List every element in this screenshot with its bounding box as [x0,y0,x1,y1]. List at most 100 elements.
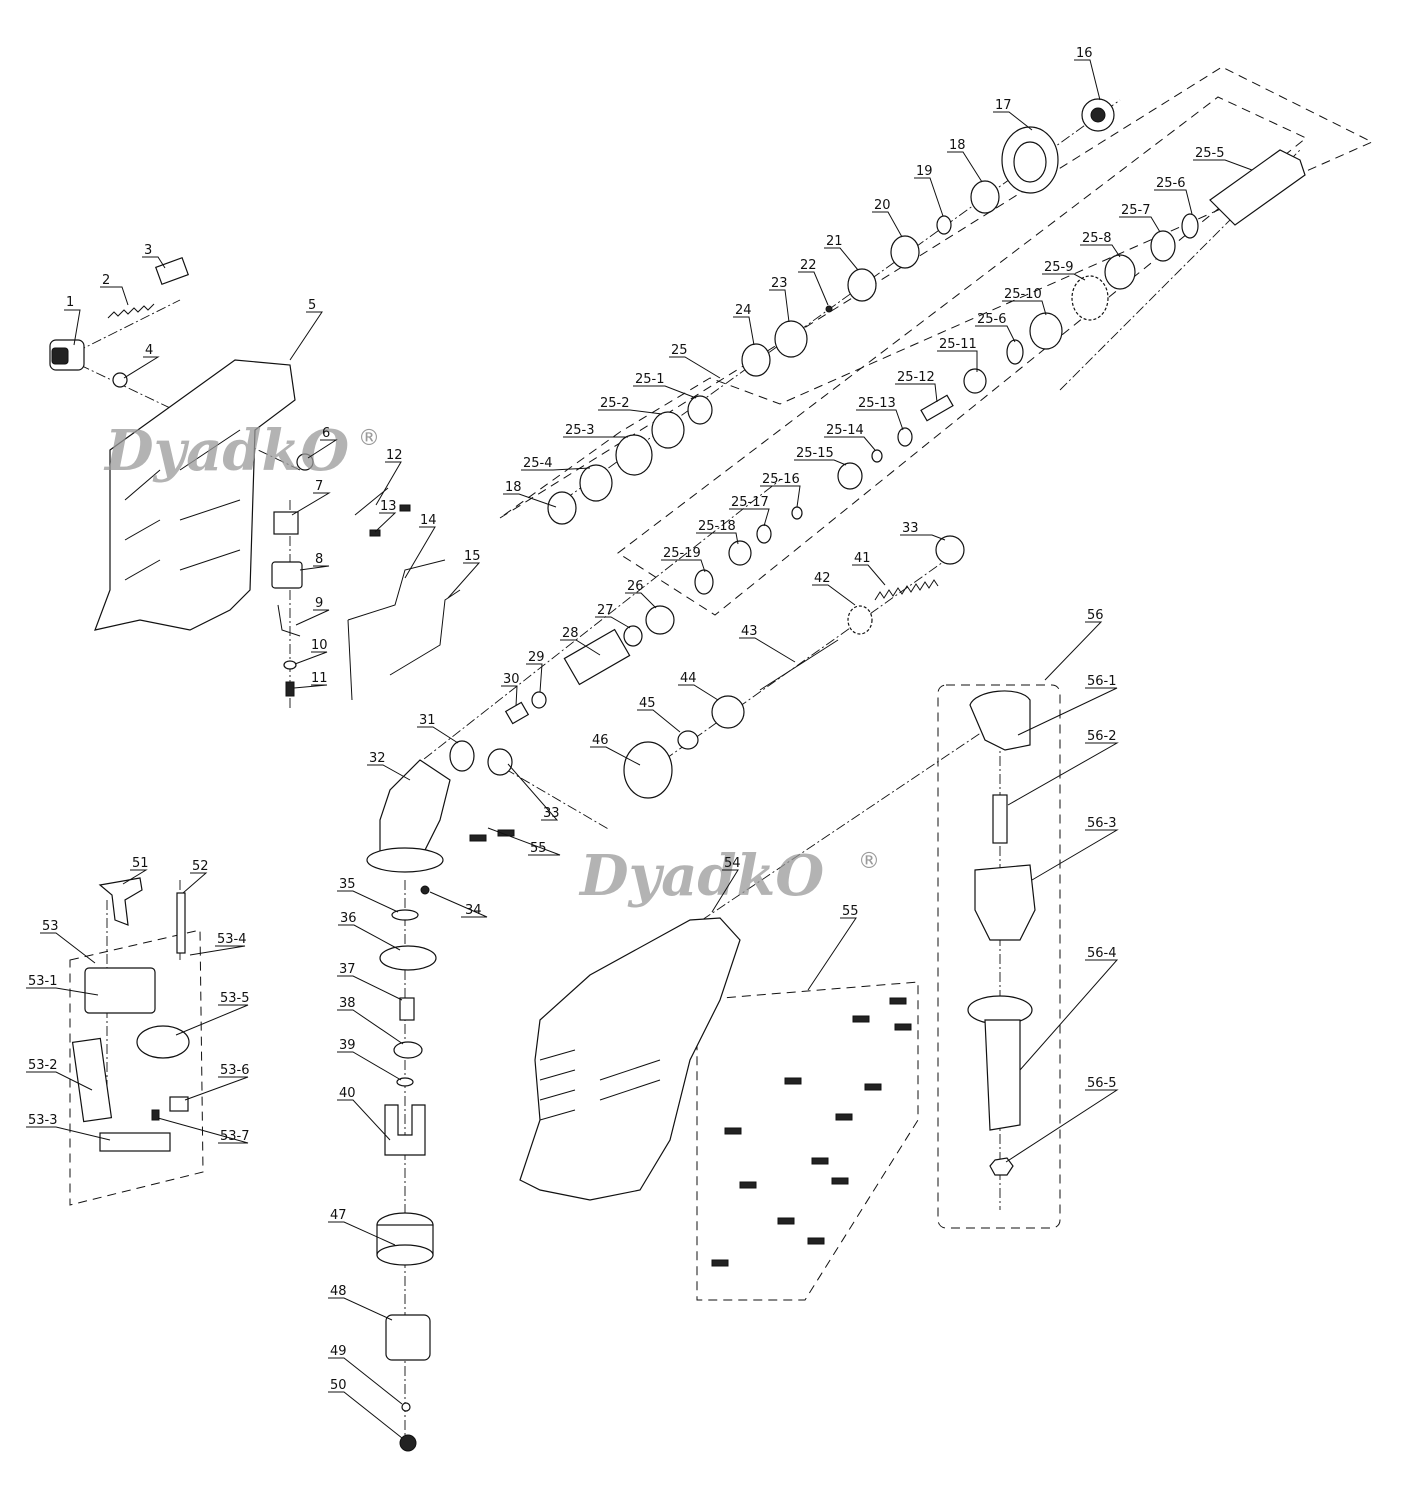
switch-53-1 [84,967,156,1014]
ring-21 [847,268,877,302]
ring-18b [547,491,577,525]
spring-clip-9 [277,604,301,637]
label-15: 15 [464,549,481,564]
bearing-33a [487,748,513,776]
label-25-14: 25-14 [826,423,864,438]
label-25-6b: 25-6 [977,312,1007,327]
label-48: 48 [330,1284,347,1299]
ring-27 [623,625,643,647]
label-16: 16 [1076,46,1093,61]
label-32: 32 [369,751,386,766]
label-25-2: 25-2 [600,396,630,411]
housing-54-ribs [539,1049,661,1121]
screw-11 [285,681,295,697]
piston-28 [563,628,631,686]
trigger-51 [98,877,143,926]
holder-8 [271,561,303,589]
ring-25-16 [791,506,803,520]
wobble-44 [711,695,745,729]
label-24: 24 [735,303,752,318]
ring-29 [531,691,547,709]
assembly-axes [59,99,1301,1440]
label-47: 47 [330,1208,347,1223]
ring-4 [112,372,128,388]
label-29: 29 [528,650,545,665]
clutch-25-10 [1029,312,1063,350]
group-outline-56 [937,684,1061,1229]
housing-half-5 [94,359,296,631]
label-56-5: 56-5 [1087,1076,1117,1091]
screws-55 [469,829,912,1267]
axis-gear-box [489,759,611,831]
label-25-13: 25-13 [858,396,896,411]
watermark-registered-middle: ® [858,849,880,874]
washer-49 [401,1402,411,1412]
axis-handle [701,719,1001,921]
rod-15 [389,589,461,676]
label-54: 54 [724,856,741,871]
brush-cap-1 [49,339,85,371]
ring-25-6a [1181,213,1199,239]
grip-56-3 [974,864,1036,941]
label-53-4: 53-4 [217,932,247,947]
rod-14 [347,559,446,701]
leader-lines [26,59,1253,1439]
plate-53-2 [71,1037,113,1123]
label-56-1: 56-1 [1087,674,1117,689]
label-17: 17 [995,98,1012,113]
oring-35 [391,909,419,921]
ring-19 [936,215,952,235]
bearing-38 [393,1041,423,1059]
label-25-12: 25-12 [897,370,935,385]
label-55b: 55 [842,904,859,919]
washer-10 [283,660,297,670]
label-34: 34 [465,903,482,918]
nut-56-5 [989,1157,1014,1176]
label-25-8: 25-8 [1082,231,1112,246]
ring-25-7 [1150,230,1176,262]
label-20: 20 [874,198,891,213]
clip-6 [296,453,314,471]
clip-53-7 [151,1109,160,1121]
label-53: 53 [42,919,59,934]
watermark-text-top: DyadkO [103,418,349,484]
label-53-2: 53-2 [28,1058,58,1073]
ring-53-5 [136,1025,190,1059]
label-9: 9 [315,596,323,611]
label-37: 37 [339,962,356,977]
label-53-6: 53-6 [220,1063,250,1078]
ball-34 [420,885,430,895]
bushing-26 [645,605,675,635]
label-50: 50 [330,1378,347,1393]
label-2: 2 [102,273,110,288]
label-46: 46 [592,733,609,748]
label-56-2: 56-2 [1087,729,1117,744]
label-25-16: 25-16 [762,472,800,487]
label-56: 56 [1087,608,1104,623]
sleeve-24 [741,343,771,377]
group-outline-53 [69,929,204,1206]
seal-25-3 [615,434,653,476]
group-outlines [69,66,1374,1301]
pin-12 [354,487,389,516]
label-8: 8 [315,552,323,567]
axis-drive [409,479,781,771]
label-5: 5 [308,298,316,313]
ring-25-14 [871,449,883,463]
label-45: 45 [639,696,656,711]
bracket-7 [273,511,299,535]
ring-25-1 [687,395,713,425]
ring-25-2 [651,411,685,449]
shaft-43 [759,639,839,691]
label-25-15: 25-15 [796,446,834,461]
pin-30 [504,701,530,725]
bushing-25-15 [837,462,863,490]
label-53-7: 53-7 [220,1129,250,1144]
block-53-6 [169,1096,189,1112]
label-4: 4 [145,343,153,358]
label-19: 19 [916,164,933,179]
label-25-9: 25-9 [1044,260,1074,275]
label-25-6a: 25-6 [1156,176,1186,191]
screw-13b [399,504,411,512]
gear-25-9 [1071,275,1109,321]
